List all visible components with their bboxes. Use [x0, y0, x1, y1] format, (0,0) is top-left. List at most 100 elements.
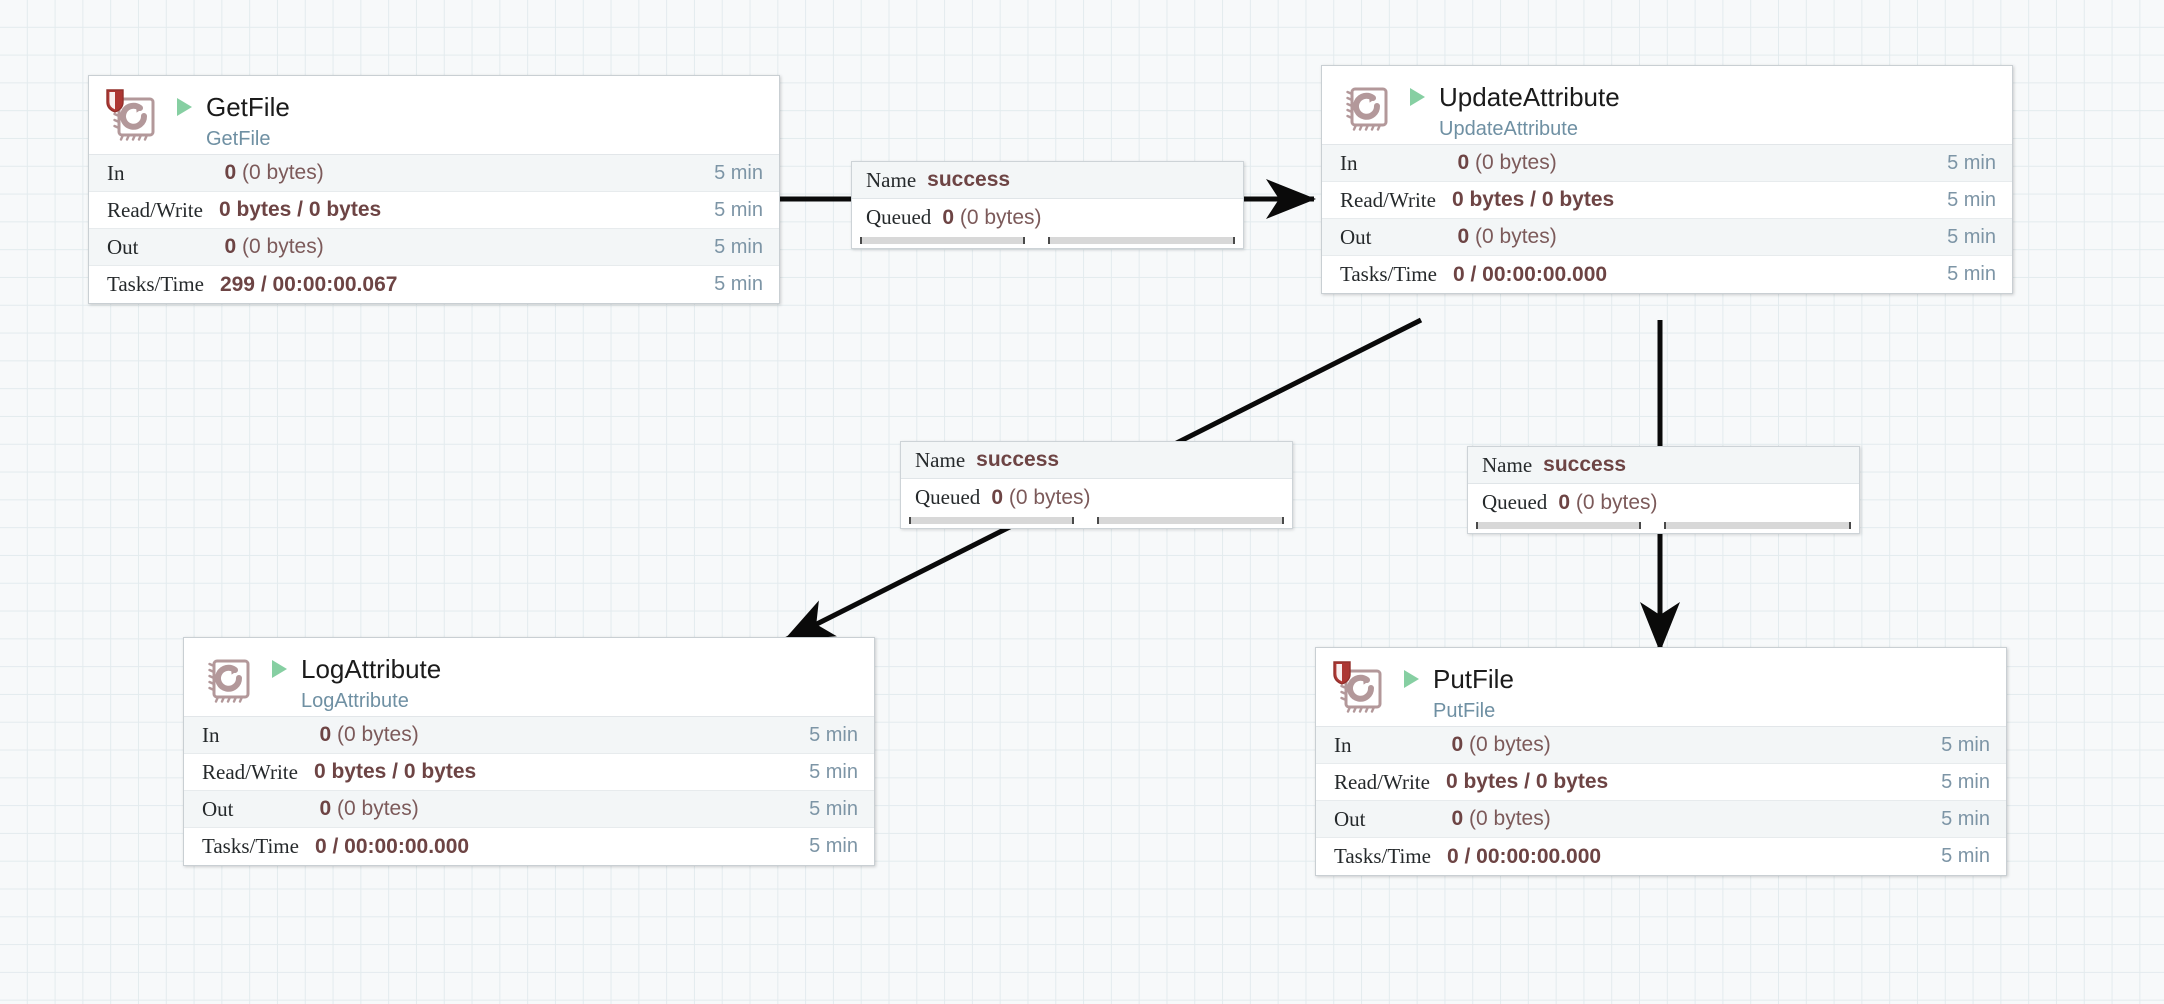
stat-row-tasks-time: Tasks/Time 299 / 00:00:00.067 5 min — [89, 266, 779, 303]
connection-queued-count: 0 — [1558, 490, 1570, 514]
stat-label: Out — [107, 234, 139, 259]
processor-chip-icon — [1332, 661, 1388, 718]
connection-queued-row: Queued 0 (0 bytes) — [901, 479, 1292, 516]
stat-time: 5 min — [714, 161, 763, 184]
stat-row-in: In 0 (0 bytes) 5 min — [89, 155, 779, 192]
connection-relationship: success — [976, 448, 1060, 471]
queue-size-gauge-icon — [1096, 517, 1284, 524]
stat-value-suffix: (0 bytes) — [1469, 807, 1551, 830]
connection-queued-label: Queued — [915, 485, 981, 509]
stat-row-out: Out 0 (0 bytes) 5 min — [1316, 801, 2006, 838]
connection-label-getfile-to-updateattribute[interactable]: Name success Queued 0 (0 bytes) — [851, 161, 1244, 249]
connection-relationship: success — [1543, 453, 1627, 476]
processor-type: LogAttribute — [301, 690, 409, 712]
stat-value: 0 bytes / 0 bytes — [219, 198, 381, 222]
stat-label: Out — [1334, 806, 1366, 831]
processor-putfile[interactable]: PutFile PutFile In 0 (0 bytes) 5 min Rea… — [1315, 647, 2007, 876]
stat-label: In — [107, 160, 125, 185]
stat-label: Tasks/Time — [202, 834, 299, 858]
stat-row-tasks-time: Tasks/Time 0 / 00:00:00.000 5 min — [1316, 838, 2006, 875]
stat-value: 0 (0 bytes) — [1452, 733, 1551, 757]
processor-header: GetFile GetFile — [89, 76, 779, 154]
stat-value-suffix: (0 bytes) — [337, 723, 419, 746]
processor-type: UpdateAttribute — [1439, 118, 1578, 140]
stat-value-main: 0 — [1451, 807, 1464, 830]
processor-titles: PutFile PutFile — [1404, 662, 1514, 721]
stat-value: 0 (0 bytes) — [320, 797, 419, 821]
stat-label: Tasks/Time — [107, 272, 204, 296]
processor-name: PutFile — [1433, 664, 1514, 694]
stat-value: 0 (0 bytes) — [225, 235, 324, 259]
play-triangle-icon[interactable] — [1410, 88, 1425, 106]
processor-stats-table: In 0 (0 bytes) 5 min Read/Write 0 bytes … — [89, 154, 779, 303]
stat-time: 5 min — [1947, 188, 1996, 211]
processor-chip-icon — [200, 652, 256, 708]
queue-size-gauge-icon — [1663, 522, 1851, 529]
processor-type: GetFile — [206, 128, 271, 150]
stat-label: Out — [202, 796, 234, 821]
queue-count-gauge-icon — [860, 237, 1025, 244]
processor-titles: GetFile GetFile — [177, 90, 290, 149]
stat-value-suffix: (0 bytes) — [1469, 733, 1551, 756]
stat-row-tasks-time: Tasks/Time 0 / 00:00:00.000 5 min — [1322, 256, 2012, 293]
stat-row-out: Out 0 (0 bytes) 5 min — [184, 791, 874, 828]
connection-name-label: Name — [1482, 452, 1533, 477]
stat-time: 5 min — [809, 797, 858, 820]
connection-gauges — [901, 516, 1292, 528]
connection-queued-value: 0 (0 bytes) — [1558, 491, 1657, 515]
connection-name-row: Name success — [1468, 447, 1859, 484]
connection-label-updateattribute-to-putfile[interactable]: Name success Queued 0 (0 bytes) — [1467, 446, 1860, 534]
stat-row-out: Out 0 (0 bytes) 5 min — [89, 229, 779, 266]
queue-size-gauge-icon — [1047, 237, 1235, 244]
stat-time: 5 min — [1947, 151, 1996, 174]
processor-type: PutFile — [1433, 700, 1496, 722]
stat-label: In — [1334, 732, 1352, 757]
stat-label: Out — [1340, 224, 1372, 249]
stat-value-main: 0 / 00:00:00.000 — [1452, 262, 1608, 286]
shield-badge-icon — [106, 89, 124, 113]
stat-label: Read/Write — [1334, 769, 1430, 794]
stat-value: 0 (0 bytes) — [1452, 807, 1551, 831]
stat-value-main: 0 — [1451, 733, 1464, 756]
processor-logattribute[interactable]: LogAttribute LogAttribute In 0 (0 bytes)… — [183, 637, 875, 866]
stat-value-main: 0 — [1457, 225, 1470, 248]
connection-queued-count: 0 — [991, 485, 1003, 509]
stat-value-suffix: (0 bytes) — [337, 797, 419, 820]
processor-stats-table: In 0 (0 bytes) 5 min Read/Write 0 bytes … — [184, 716, 874, 865]
stat-value: 0 (0 bytes) — [1458, 225, 1557, 249]
gauge-spacer — [1025, 237, 1048, 244]
stat-time: 5 min — [1941, 845, 1990, 867]
stat-time: 5 min — [1941, 807, 1990, 830]
processor-getfile[interactable]: GetFile GetFile In 0 (0 bytes) 5 min Rea… — [88, 75, 780, 304]
stat-value-main: 299 / 00:00:00.067 — [219, 272, 398, 296]
stat-time: 5 min — [714, 198, 763, 221]
processor-updateattribute[interactable]: UpdateAttribute UpdateAttribute In 0 (0 … — [1321, 65, 2013, 294]
stat-row-out: Out 0 (0 bytes) 5 min — [1322, 219, 2012, 256]
connection-queued-size: (0 bytes) — [959, 205, 1042, 229]
processor-titles: UpdateAttribute UpdateAttribute — [1410, 80, 1620, 139]
stat-label: Tasks/Time — [1334, 844, 1431, 868]
connection-name-label: Name — [915, 447, 966, 472]
stat-value-main: 0 / 00:00:00.000 — [314, 834, 470, 858]
connection-queued-label: Queued — [866, 205, 932, 229]
stat-row-tasks-time: Tasks/Time 0 / 00:00:00.000 5 min — [184, 828, 874, 865]
processor-stats-table: In 0 (0 bytes) 5 min Read/Write 0 bytes … — [1316, 726, 2006, 875]
stat-time: 5 min — [714, 273, 763, 295]
stat-value: 0 bytes / 0 bytes — [1446, 770, 1608, 794]
stat-time: 5 min — [1947, 263, 1996, 285]
stat-label: Tasks/Time — [1340, 262, 1437, 286]
stat-value-suffix: (0 bytes) — [1475, 225, 1557, 248]
play-triangle-icon[interactable] — [272, 660, 287, 678]
stat-time: 5 min — [809, 760, 858, 783]
connection-label-updateattribute-to-logattribute[interactable]: Name success Queued 0 (0 bytes) — [900, 441, 1293, 529]
stat-value: 0 / 00:00:00.000 — [1447, 845, 1601, 869]
play-triangle-icon[interactable] — [1404, 670, 1419, 688]
play-triangle-icon[interactable] — [177, 98, 192, 116]
stat-value-main: 0 bytes / 0 bytes — [1451, 188, 1615, 211]
stat-value-suffix: (0 bytes) — [1475, 151, 1557, 174]
stat-value: 0 bytes / 0 bytes — [1452, 188, 1614, 212]
stat-value: 299 / 00:00:00.067 — [220, 273, 397, 297]
processor-header: PutFile PutFile — [1316, 648, 2006, 726]
stat-value-main: 0 bytes / 0 bytes — [1445, 770, 1609, 793]
